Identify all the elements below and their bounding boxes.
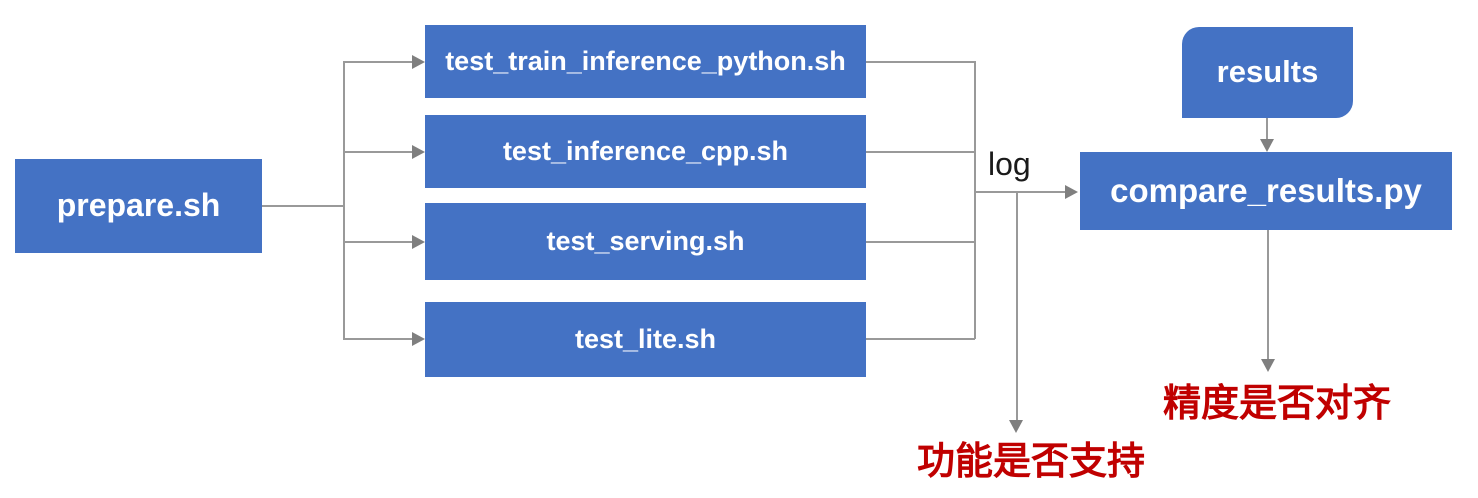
node-compare-results: compare_results.py: [1080, 152, 1452, 230]
arrowhead-branch-2: [412, 145, 425, 159]
node-test-serving-label: test_serving.sh: [546, 225, 745, 256]
annotation-function-support: 功能是否支持: [917, 441, 1146, 483]
connector-collect-2: [866, 151, 975, 153]
arrowhead-branch-3: [412, 235, 425, 249]
node-test-train-inference-python-label: test_train_inference_python.sh: [445, 45, 846, 76]
connector-log-to-compare: [974, 191, 1066, 193]
connector-compare-to-accuracy: [1267, 230, 1269, 359]
connector-branch-2: [343, 151, 413, 153]
arrowhead-branch-4: [412, 332, 425, 346]
arrowhead-function-support: [1009, 420, 1023, 433]
node-test-lite: test_lite.sh: [425, 302, 866, 377]
connector-trunk-right: [974, 61, 976, 339]
connector-branch-1: [343, 61, 413, 63]
connector-branch-4: [343, 338, 413, 340]
node-test-inference-cpp: test_inference_cpp.sh: [425, 115, 866, 188]
connector-collect-3: [866, 241, 975, 243]
node-prepare-label: prepare.sh: [56, 187, 221, 224]
connector-branch-3: [343, 241, 413, 243]
connector-collect-1: [866, 61, 975, 63]
node-results-label: results: [1216, 54, 1319, 90]
connector-log-drop: [1016, 192, 1018, 420]
node-test-serving: test_serving.sh: [425, 203, 866, 280]
connector-prepare-to-trunk: [262, 205, 344, 207]
arrowhead-compare-to-accuracy: [1261, 359, 1275, 372]
node-test-inference-cpp-label: test_inference_cpp.sh: [502, 135, 789, 166]
connector-results-to-compare: [1266, 118, 1268, 140]
node-prepare: prepare.sh: [15, 159, 262, 253]
annotation-accuracy-align: 精度是否对齐: [1163, 383, 1392, 425]
arrowhead-results-to-compare: [1260, 139, 1274, 152]
node-test-train-inference-python: test_train_inference_python.sh: [425, 25, 866, 98]
node-compare-results-label: compare_results.py: [1110, 171, 1422, 209]
edge-label-log: log: [988, 146, 1031, 182]
arrowhead-branch-1: [412, 55, 425, 69]
node-test-lite-label: test_lite.sh: [574, 323, 717, 354]
arrowhead-compare-input: [1065, 185, 1078, 199]
connector-collect-4: [866, 338, 975, 340]
node-results: results: [1182, 27, 1353, 118]
connector-trunk-left: [343, 61, 345, 339]
